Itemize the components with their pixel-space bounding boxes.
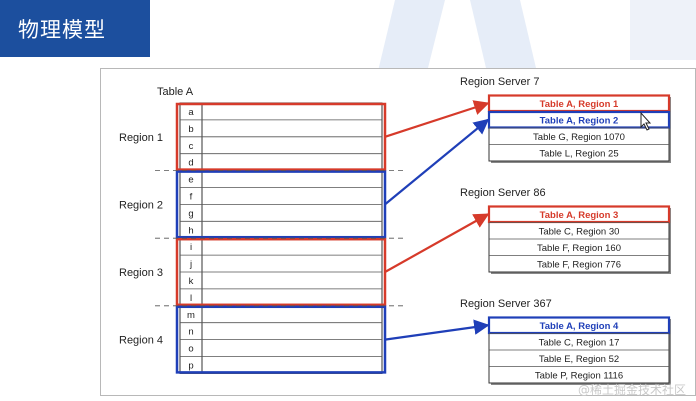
region-label-3: Region 3	[119, 267, 163, 279]
mouse-cursor-icon	[640, 111, 652, 131]
server-entry: Table G, Region 1070	[533, 132, 625, 143]
server-entry: Table C, Region 17	[539, 338, 620, 349]
server-entry: Table A, Region 3	[540, 210, 619, 221]
table-row-key: d	[188, 158, 193, 169]
server-entry: Table F, Region 160	[537, 243, 621, 254]
table-row-key: a	[188, 107, 194, 118]
table-row-key: j	[189, 259, 192, 270]
table-row-key: p	[188, 361, 193, 372]
region-server-title: Region Server 86	[460, 187, 546, 199]
table-row-key: k	[189, 276, 194, 287]
server-entry: Table P, Region 1116	[535, 371, 623, 382]
table-row-key: h	[188, 225, 193, 236]
region-label-2: Region 2	[119, 199, 163, 211]
region-arrow-3	[384, 213, 490, 273]
region-arrow-1	[384, 100, 490, 138]
table-label: Table A	[157, 86, 194, 98]
table-row-key: o	[188, 344, 193, 355]
table-row-key: n	[188, 327, 193, 338]
slide-title: 物理模型	[18, 18, 106, 42]
table-row-key: e	[188, 175, 193, 186]
region-server-title: Region Server 7	[460, 76, 540, 88]
table-row-key: b	[188, 124, 193, 135]
table-row-key: i	[190, 242, 192, 253]
region-box-2	[175, 170, 387, 239]
server-entry: Table A, Region 4	[540, 321, 619, 332]
region-label-4: Region 4	[119, 335, 163, 347]
server-entry: Table A, Region 1	[540, 99, 619, 110]
table-row-key: c	[189, 141, 194, 152]
server-entry: Table C, Region 30	[539, 227, 620, 238]
slide-title-bar: 物理模型	[0, 0, 150, 57]
region-arrow-4	[384, 319, 490, 341]
region-arrow-2	[384, 118, 490, 206]
server-entry: Table L, Region 25	[539, 149, 618, 160]
server-entry: Table E, Region 52	[539, 354, 619, 365]
table-row-key: l	[190, 293, 192, 304]
table-row-key: g	[188, 208, 193, 219]
table-row-key: m	[187, 310, 195, 321]
region-server-title: Region Server 367	[460, 298, 552, 310]
server-entry: Table A, Region 2	[540, 116, 619, 127]
table-row-key: f	[190, 192, 193, 203]
server-entry: Table F, Region 776	[537, 260, 621, 271]
region-label-1: Region 1	[119, 132, 163, 144]
watermark: @稀土掘金技术社区	[577, 383, 686, 397]
